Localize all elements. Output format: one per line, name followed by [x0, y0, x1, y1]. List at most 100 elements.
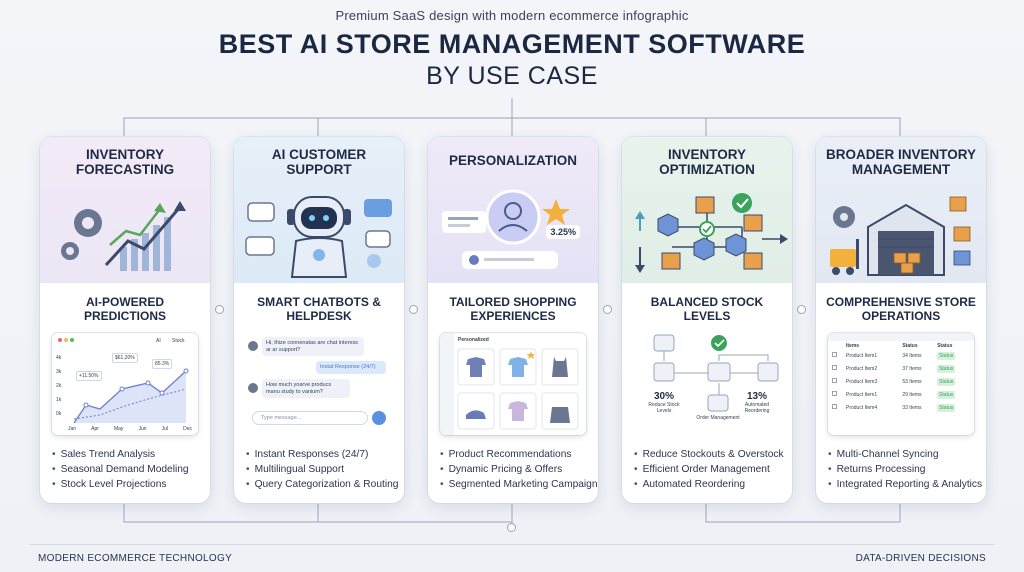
chat-panel: Hi, thize connenatas are chat interess a…	[246, 333, 392, 435]
list-item: Instant Responses (24/7)	[246, 447, 398, 462]
forecast-chart-panel: AI Stock +11.50% $61,20% 85.3% 4k 3k 2k …	[52, 333, 198, 435]
list-item: Efficient Order Management	[634, 462, 786, 477]
list-item: Segmented Marketing Campaigns	[440, 477, 598, 492]
y-tick: 3k	[56, 369, 62, 375]
card-header: INVENTORY FORECASTING	[40, 137, 210, 283]
table-row[interactable]: Product Item4 33 Items Status	[832, 401, 970, 414]
page-title: BEST AI STORE MANAGEMENT SOFTWARE	[218, 29, 806, 59]
status-badge: Status	[937, 390, 956, 399]
table-header: Items Status Status	[832, 343, 970, 349]
forecast-illustration-icon	[61, 201, 186, 271]
card-title: PERSONALIZATION	[449, 153, 577, 168]
status-badge: Status	[937, 377, 956, 386]
connector-dot	[507, 523, 516, 532]
stat-reorder: 13% Automated Reordering	[734, 391, 780, 414]
chart-callout: +11.50%	[76, 371, 102, 381]
card-broader-inventory: BROADER INVENTORY MANAGEMENT COMPREHENSI…	[816, 137, 986, 503]
page-title-secondary: BY USE CASE	[426, 62, 598, 90]
connector-dot	[409, 305, 418, 314]
connector-dot	[215, 305, 224, 314]
table-cell: Product Item4	[846, 404, 878, 411]
stat-reduce: 30% Reduce Stock Levels	[636, 391, 692, 414]
list-item: Integrated Reporting & Analytics	[828, 477, 983, 492]
card-title: BROADER INVENTORY MANAGEMENT	[825, 147, 977, 177]
table-row[interactable]: Product Item2 37 Items Status	[832, 362, 970, 375]
table-cell: Product Item1	[846, 352, 878, 359]
optimization-flow-icon	[635, 193, 788, 273]
inventory-table: Items Status Status Product Item1 34 Ite…	[832, 343, 970, 414]
x-axis-labels: Jan Apr May Jun Jul Dec	[68, 426, 192, 432]
table-cell: Product Item1	[846, 391, 878, 398]
list-item: Seasonal Demand Modeling	[52, 462, 204, 477]
y-tick: 2k	[56, 383, 62, 389]
table-cell: 37 Items	[902, 365, 922, 372]
user-profile-icon	[442, 189, 570, 269]
card-subtitle: COMPREHENSIVE STORE OPERATIONS	[826, 295, 976, 323]
x-tick: Jul	[161, 426, 169, 432]
card-subtitle: AI-POWERED PREDICTIONS	[83, 295, 166, 323]
inventory-table-panel: Items Status Status Product Item1 34 Ite…	[828, 333, 974, 435]
y-tick: 0k	[56, 411, 62, 417]
card-header: BROADER INVENTORY MANAGEMENT	[816, 137, 986, 283]
footer-right-text: DATA-DRIVEN DECISIONS	[855, 553, 986, 564]
card-inventory-forecasting: INVENTORY FORECASTING AI-POWERED PREDICT…	[40, 137, 210, 503]
product-tiles	[457, 348, 579, 430]
table-row[interactable]: Product Item1 29 Items Status	[832, 388, 970, 401]
x-tick: May	[113, 426, 124, 432]
list-item: Stock Level Projections	[52, 477, 204, 492]
card-subtitle: BALANCED STOCK LEVELS	[650, 295, 764, 323]
chat-message: How much yoarve producs manu study to va…	[262, 379, 350, 398]
card-subtitle: SMART CHATBOTS & HELPDESK	[257, 295, 381, 323]
stat-label: Order Management	[696, 415, 740, 421]
card-personalization: PERSONALIZATION 3.25% TAILORED SHOPPING …	[428, 137, 598, 503]
legend-stock: Stock	[172, 338, 185, 344]
table-row[interactable]: Product Item3 53 Items Status	[832, 375, 970, 388]
feature-list: Product Recommendations Dynamic Pricing …	[428, 447, 598, 492]
panel-sidebar	[440, 333, 454, 435]
card-title: AI CUSTOMER SUPPORT	[271, 147, 367, 177]
bot-avatar-icon	[248, 383, 258, 393]
page-subtitle: Premium SaaS design with modern ecommerc…	[335, 8, 689, 23]
card-title: INVENTORY FORECASTING	[75, 147, 175, 177]
card-subtitle: TAILORED SHOPPING EXPERIENCES	[449, 295, 577, 323]
robot-support-icon	[245, 196, 392, 278]
card-title: INVENTORY OPTIMIZATION	[659, 147, 755, 177]
card-inventory-optimization: INVENTORY OPTIMIZATION BALANCED STOCK LE…	[622, 137, 792, 503]
message-input[interactable]: Type message...	[252, 411, 368, 425]
status-badge: Status	[937, 364, 956, 373]
chart-callout: 85.3%	[152, 359, 173, 369]
footer-divider	[30, 544, 994, 545]
stat-label: Automated Reordering	[744, 402, 770, 414]
warehouse-icon	[830, 196, 971, 276]
list-item: Returns Processing	[828, 462, 980, 477]
table-cell: Product Item2	[846, 365, 878, 372]
table-cell: 33 Items	[902, 404, 922, 411]
y-tick: 4k	[56, 355, 62, 361]
feature-list: Reduce Stockouts & Overstock Efficient O…	[622, 447, 792, 492]
x-tick: Jan	[68, 426, 77, 432]
footer-left-text: MODERN ECOMMERCE TECHNOLOGY	[38, 553, 233, 564]
table-row[interactable]: Product Item1 34 Items Status	[832, 349, 970, 362]
connector-dot	[603, 305, 612, 314]
y-tick: 1k	[56, 397, 62, 403]
list-item: Reduce Stockouts & Overstock	[634, 447, 786, 462]
x-tick: Apr	[91, 426, 99, 432]
stat-label: Reduce Stock Levels	[648, 402, 680, 414]
feature-list: Instant Responses (24/7) Multilingual Su…	[234, 447, 404, 492]
stat-value: 30%	[653, 391, 674, 402]
y-axis-labels: 4k 3k 2k 1k 0k	[56, 355, 61, 417]
list-item: Multi-Channel Syncing	[828, 447, 980, 462]
personalized-product-grid: Personalized	[440, 333, 586, 435]
card-header: AI CUSTOMER SUPPORT	[234, 137, 404, 283]
chat-message: Hi, thize connenatas are chat interess a…	[262, 337, 364, 356]
stat-value: 13%	[746, 391, 767, 402]
send-button[interactable]	[372, 411, 386, 425]
table-cell: 53 Items	[902, 378, 922, 385]
column-header: Status	[937, 343, 953, 349]
list-item: Automated Reordering	[634, 477, 786, 492]
list-item: Product Recommendations	[440, 447, 592, 462]
card-ai-customer-support: AI CUSTOMER SUPPORT SMART CHATBOTS & HEL…	[234, 137, 404, 503]
column-header: Status	[902, 343, 918, 349]
table-cell: 34 Items	[902, 352, 922, 359]
